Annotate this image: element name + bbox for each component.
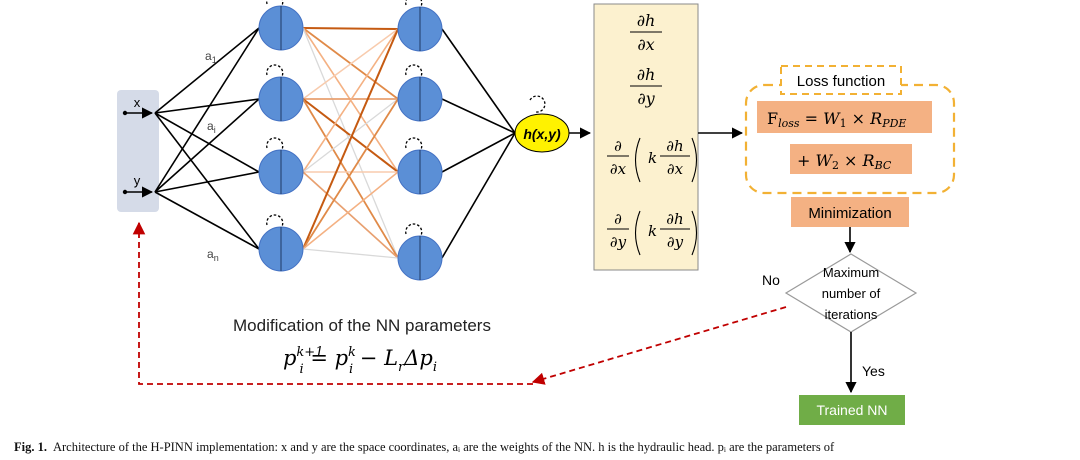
input-y-label: y — [134, 173, 141, 188]
hidden-connection — [302, 98, 399, 259]
loss-equation-line1: Floss = W1 × RPDE — [767, 109, 906, 130]
input-connection — [154, 27, 260, 114]
output-connection — [441, 98, 516, 134]
input-connection — [154, 171, 260, 193]
svg-text:∂h: ∂h — [637, 11, 656, 30]
neuron-self-loop-icon — [405, 64, 423, 82]
loss-function-title: Loss function — [797, 73, 885, 90]
derivative-dh-dy: ∂h ∂y — [630, 65, 662, 108]
svg-text:∂y: ∂y — [610, 233, 627, 251]
svg-text:∂h: ∂h — [637, 65, 656, 84]
figure-caption: Fig. 1. Architecture of the H-PINN implem… — [14, 440, 1074, 460]
neuron-self-loop-icon — [266, 137, 284, 155]
hidden-connection — [302, 98, 399, 250]
input-connection — [154, 191, 260, 250]
output-connection — [441, 132, 516, 259]
decision-line3: iterations — [825, 307, 878, 322]
neuron-self-loop-icon — [405, 223, 423, 241]
output-connection — [441, 132, 516, 173]
loss-equation-line1-box — [757, 101, 932, 133]
decision-no-label: No — [762, 272, 780, 288]
decision-line1: Maximum — [823, 265, 879, 280]
hidden-connection — [302, 27, 399, 30]
svg-text:∂: ∂ — [614, 137, 622, 155]
input-connection — [154, 112, 260, 173]
svg-text:k: k — [648, 149, 657, 167]
decision-line2: number of — [822, 286, 881, 301]
hidden-connection — [302, 28, 399, 100]
hidden-connection — [302, 248, 399, 259]
decision-yes-label: Yes — [862, 363, 885, 379]
input-x-arrow — [122, 107, 154, 119]
hidden-connection — [302, 171, 399, 259]
svg-text:∂x: ∂x — [637, 35, 654, 54]
svg-text:∂x: ∂x — [667, 160, 684, 178]
hidden-connection — [302, 27, 399, 259]
input-connection — [154, 98, 260, 114]
output-connection — [441, 28, 516, 134]
hidden-connection — [302, 171, 399, 250]
input-connection — [154, 112, 260, 250]
minimization-label: Minimization — [808, 205, 891, 222]
derivative-d-dy-k-dh-dy: ∂ ∂y k ∂h ∂y — [607, 210, 698, 256]
svg-text:∂: ∂ — [614, 210, 622, 228]
derivative-dh-dx: ∂h ∂x — [630, 11, 662, 54]
svg-text:∂h: ∂h — [666, 210, 683, 228]
input-connection — [154, 27, 260, 193]
input-connection — [154, 98, 260, 193]
weight-an-label: an — [207, 247, 219, 263]
weight-a1-label: a1 — [205, 49, 217, 65]
neuron-self-loop-icon — [266, 214, 284, 232]
hidden-connections — [302, 27, 399, 259]
hidden-layers — [258, 0, 443, 281]
feedback-arrow-to-modification — [531, 306, 787, 385]
loss-equation-line2: + W2 × RBC — [797, 151, 892, 172]
modification-title: Modification of the NN parameters — [233, 316, 491, 335]
trained-nn-box — [799, 395, 905, 425]
weight-ai-label: ai — [207, 119, 216, 135]
hidden-connection — [302, 28, 399, 173]
loss-function-title-box — [780, 65, 902, 95]
loss-equation-line2-box — [790, 144, 912, 174]
neuron-self-loop-icon — [405, 0, 423, 12]
input-x-label: x — [134, 95, 141, 110]
minimization-box — [791, 197, 909, 227]
output-self-loop-icon — [529, 95, 546, 113]
output-connections — [441, 28, 516, 259]
input-connections — [154, 27, 260, 250]
hidden-connection — [302, 28, 399, 250]
derivative-d-dx-k-dh-dx: ∂ ∂x k ∂h ∂x — [607, 137, 698, 183]
output-node-label: h(x,y) — [523, 126, 561, 142]
neuron-self-loop-icon — [266, 64, 284, 82]
figure-caption-text: Architecture of the H-PINN implementatio… — [52, 440, 835, 454]
trained-nn-label: Trained NN — [816, 402, 887, 418]
svg-text:∂y: ∂y — [667, 233, 684, 251]
figure-caption-label: Fig. 1. — [14, 440, 47, 454]
neuron-self-loop-icon — [405, 137, 423, 155]
svg-text:k: k — [648, 222, 657, 240]
feedback-arrow-to-inputs — [132, 221, 533, 385]
svg-text:∂h: ∂h — [666, 137, 683, 155]
input-panel — [117, 90, 159, 212]
svg-text:∂x: ∂x — [610, 160, 627, 178]
input-y-arrow — [122, 186, 154, 198]
svg-text:∂y: ∂y — [637, 89, 655, 108]
hidden-connection — [302, 98, 399, 173]
derivatives-panel — [593, 3, 699, 271]
